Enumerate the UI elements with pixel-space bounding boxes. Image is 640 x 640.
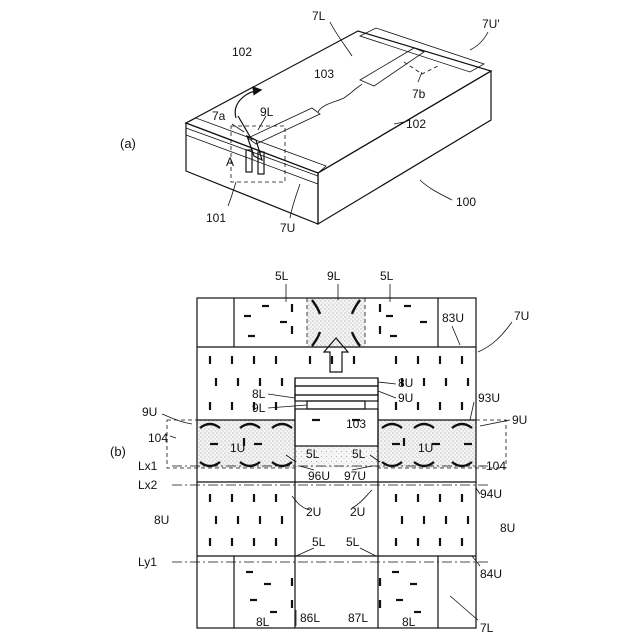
label-5L-cr: 5L [352, 447, 366, 461]
label-Lx2: Lx2 [138, 478, 158, 492]
label-1U-right: 1U [418, 441, 433, 455]
hidden-line-7b [404, 62, 438, 74]
leader-5L-bl [296, 548, 314, 556]
leader-7U-b [478, 322, 512, 352]
label-7U-prime: 7U' [482, 17, 500, 31]
leader-8L-stack [268, 394, 295, 398]
leader-93U [470, 402, 474, 420]
label-2U-left: 2U [306, 505, 321, 519]
label-9U-right: 9U [512, 413, 527, 427]
label-96U: 96U [308, 469, 330, 483]
leader-101 [228, 182, 236, 206]
label-5L-bl: 5L [312, 535, 326, 549]
label-1U-left: 1U [230, 441, 245, 455]
leader-7L-b [450, 596, 478, 620]
label-5L-tl: 5L [275, 269, 289, 283]
leader-104-left [170, 436, 176, 438]
leader-100 [420, 180, 452, 200]
layer-9L [307, 401, 365, 409]
leader-9U-right [480, 420, 510, 426]
tab-7a [247, 136, 262, 160]
label-8L-bl: 8L [256, 615, 270, 629]
label-2U-right: 2U [350, 505, 365, 519]
label-Lx1: Lx1 [138, 459, 158, 473]
label-97U: 97U [344, 469, 366, 483]
label-8U-left: 8U [154, 513, 169, 527]
layer-9U [295, 386, 378, 395]
label-7L-b: 7L [480, 621, 494, 635]
label-9L-top: 9L [327, 269, 341, 283]
leader-83U [452, 326, 460, 345]
leader-7b [418, 72, 422, 82]
label-7b: 7b [412, 87, 426, 101]
leader-9L-stack [268, 405, 307, 408]
label-102-right: 102 [406, 117, 426, 131]
label-102-top: 102 [232, 45, 252, 59]
leader-8U-stack [378, 382, 396, 384]
label-104-right: 104 [486, 459, 506, 473]
label-86L: 86L [300, 611, 320, 625]
label-100: 100 [456, 195, 476, 209]
leader-9U-stack [378, 391, 396, 398]
slit-103-edge [318, 84, 362, 112]
label-5L-br: 5L [346, 535, 360, 549]
leader-7U-prime [470, 32, 488, 50]
label-101: 101 [206, 211, 226, 225]
label-8U-right: 8U [500, 521, 515, 535]
label-9L-stack: 9L [252, 401, 266, 415]
figure-a: (a) [120, 9, 500, 235]
layer-8U [295, 378, 378, 386]
label-84U: 84U [480, 567, 502, 581]
label-94U: 94U [480, 487, 502, 501]
label-7a: 7a [212, 109, 226, 123]
label-7U-a: 7U [280, 221, 295, 235]
label-7U-b: 7U [514, 309, 529, 323]
label-Ly1: Ly1 [138, 555, 157, 569]
panel-label-b: (b) [110, 444, 126, 459]
leader-9U-left [162, 414, 192, 424]
label-9U-stack: 9U [398, 391, 413, 405]
label-8U-stack: 8U [398, 376, 413, 390]
label-9U-left: 9U [142, 405, 157, 419]
front-slot-left [246, 150, 252, 172]
label-7L-a: 7L [312, 9, 326, 23]
layer-8L [295, 395, 378, 401]
label-8L-stack: 8L [252, 387, 266, 401]
leader-7a [232, 124, 244, 132]
panel-label-a: (a) [120, 136, 136, 151]
leader-7L-a [330, 22, 352, 56]
label-8L-br: 8L [402, 615, 416, 629]
figure-b: (b) [110, 269, 529, 635]
label-93U: 93U [478, 391, 500, 405]
label-A: A [226, 155, 234, 169]
label-104-left: 104 [148, 431, 168, 445]
label-83U: 83U [442, 311, 464, 325]
label-5L-cl: 5L [306, 447, 320, 461]
label-5L-tr: 5L [380, 269, 394, 283]
label-87L: 87L [348, 611, 368, 625]
leader-5L-br [360, 548, 376, 556]
label-9L-a: 9L [260, 105, 274, 119]
label-103-a: 103 [314, 67, 334, 81]
label-103-b: 103 [346, 417, 366, 431]
